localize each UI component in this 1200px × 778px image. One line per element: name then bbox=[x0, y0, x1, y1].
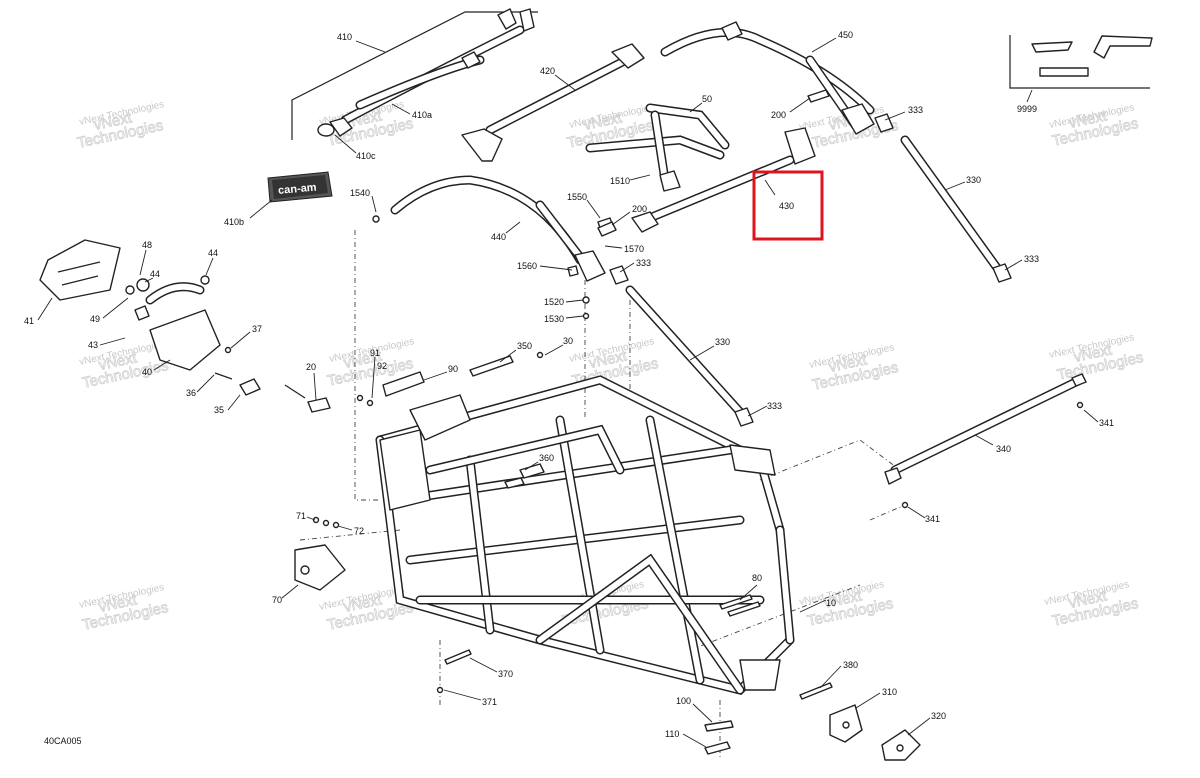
callout-20: 20 bbox=[306, 362, 316, 372]
rollbar-440 bbox=[390, 175, 615, 282]
tube-330-right bbox=[874, 113, 1012, 283]
callout-320: 320 bbox=[931, 711, 946, 721]
callout-30: 30 bbox=[563, 336, 573, 346]
tube-340 bbox=[884, 373, 1087, 509]
callout-420: 420 bbox=[540, 66, 555, 76]
can-am-decal: can-am bbox=[267, 171, 333, 203]
callout-1540: 1540 bbox=[350, 188, 370, 198]
brace-50 bbox=[585, 103, 730, 192]
crossbar-430 bbox=[631, 127, 816, 233]
callout-35: 35 bbox=[214, 405, 224, 415]
bracket-41 bbox=[39, 239, 121, 301]
callout-1520: 1520 bbox=[544, 297, 564, 307]
callout-380: 380 bbox=[843, 660, 858, 670]
callout-450: 450 bbox=[838, 30, 853, 40]
highlight-box-430 bbox=[752, 170, 824, 241]
callout-44: 44 bbox=[208, 248, 218, 258]
callout-1530: 1530 bbox=[544, 314, 564, 324]
callout-370: 370 bbox=[498, 669, 513, 679]
callout-40: 40 bbox=[142, 367, 152, 377]
callout-37: 37 bbox=[252, 324, 262, 334]
callout-71: 71 bbox=[296, 511, 306, 521]
bracket-70 bbox=[294, 516, 346, 591]
callout-49: 49 bbox=[90, 314, 100, 324]
callout-48: 48 bbox=[142, 240, 152, 250]
callout-36: 36 bbox=[186, 388, 196, 398]
tube-330-center bbox=[609, 265, 754, 427]
svg-text:can-am: can-am bbox=[278, 182, 318, 197]
bolts-35-36-37 bbox=[214, 346, 261, 396]
plate-90 bbox=[356, 371, 425, 407]
callout-72: 72 bbox=[354, 526, 364, 536]
main-frame bbox=[375, 375, 795, 695]
bracket-40 bbox=[125, 275, 221, 371]
callout-92: 92 bbox=[377, 361, 387, 371]
callout-430: 430 bbox=[779, 201, 794, 211]
callout-44: 44 bbox=[150, 269, 160, 279]
callout-410c: 410c bbox=[356, 151, 376, 161]
callout-91: 91 bbox=[370, 348, 380, 358]
pins-370 bbox=[436, 649, 472, 694]
callout-1560: 1560 bbox=[517, 261, 537, 271]
callout-360: 360 bbox=[539, 453, 554, 463]
callout-410b: 410b bbox=[224, 217, 244, 227]
callout-333: 333 bbox=[1024, 254, 1039, 264]
leader-lines bbox=[37, 37, 1099, 748]
bracket-20 bbox=[284, 384, 331, 413]
callout-1570: 1570 bbox=[624, 244, 644, 254]
callout-10: 10 bbox=[826, 598, 836, 608]
callout-340: 340 bbox=[996, 444, 1011, 454]
callout-labels: 410 410a 410c 410b 420 450 50 200 333 99… bbox=[24, 30, 1114, 739]
rod-380 bbox=[799, 682, 833, 700]
callout-333: 333 bbox=[908, 105, 923, 115]
callout-9999: 9999 bbox=[1017, 104, 1037, 114]
callout-310: 310 bbox=[882, 687, 897, 697]
callout-100: 100 bbox=[676, 696, 691, 706]
bracket-320 bbox=[881, 729, 921, 761]
callout-371: 371 bbox=[482, 697, 497, 707]
decal-set-9999 bbox=[1009, 35, 1153, 89]
callout-350: 350 bbox=[517, 341, 532, 351]
callout-200: 200 bbox=[632, 204, 647, 214]
clip-100 bbox=[704, 720, 734, 732]
pins-80 bbox=[719, 594, 761, 617]
diagram-code: 40CA005 bbox=[44, 736, 82, 746]
hardware-items bbox=[372, 89, 830, 320]
roof-panel-410 bbox=[291, 8, 538, 140]
callout-50: 50 bbox=[702, 94, 712, 104]
callout-200: 200 bbox=[771, 110, 786, 120]
clip-110 bbox=[704, 741, 731, 755]
callout-43: 43 bbox=[88, 340, 98, 350]
callout-330: 330 bbox=[715, 337, 730, 347]
callout-410a: 410a bbox=[412, 110, 432, 120]
callout-333: 333 bbox=[767, 401, 782, 411]
rollbar-450 bbox=[660, 21, 875, 135]
callout-333: 333 bbox=[636, 258, 651, 268]
callout-330: 330 bbox=[966, 175, 981, 185]
callout-440: 440 bbox=[491, 232, 506, 242]
callout-1550: 1550 bbox=[567, 192, 587, 202]
callout-410: 410 bbox=[337, 32, 352, 42]
callout-341: 341 bbox=[925, 514, 940, 524]
callout-70: 70 bbox=[272, 595, 282, 605]
callout-90: 90 bbox=[448, 364, 458, 374]
callout-41: 41 bbox=[24, 316, 34, 326]
callout-1510: 1510 bbox=[610, 176, 630, 186]
watermarks: vNext Technologies vNext Technologies vN… bbox=[75, 99, 1145, 634]
callout-80: 80 bbox=[752, 573, 762, 583]
crossbar-420 bbox=[461, 43, 645, 162]
callout-341: 341 bbox=[1099, 418, 1114, 428]
callout-110: 110 bbox=[665, 729, 679, 739]
bracket-310 bbox=[829, 704, 863, 743]
pin-30 bbox=[536, 351, 544, 359]
bar-350 bbox=[469, 355, 514, 377]
